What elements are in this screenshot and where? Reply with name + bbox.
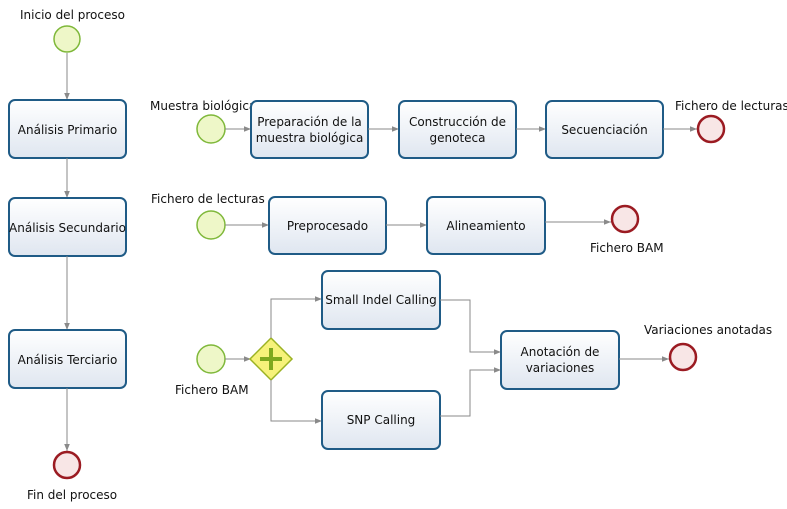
task-small-indel-calling-label: Small Indel Calling (325, 293, 436, 307)
tertiary-start-event[interactable] (196, 344, 226, 374)
primary-end-event[interactable] (696, 114, 726, 144)
task-snp-calling[interactable]: SNP Calling (321, 390, 441, 450)
task-construccion-genoteca[interactable]: Construcción de genoteca (398, 100, 517, 159)
task-alineamiento-label: Alineamiento (446, 219, 525, 233)
tertiary-end-event[interactable] (668, 342, 698, 372)
tertiary-end-label: Variaciones anotadas (644, 323, 772, 337)
parallel-gateway-plus-icon (260, 348, 282, 370)
flow-small-indel-to-anotacion (440, 299, 501, 355)
tertiary-start-label: Fichero BAM (175, 383, 249, 397)
task-secuenciacion-label: Secuenciación (561, 123, 647, 137)
secondary-end-event[interactable] (610, 204, 640, 234)
secondary-start-event[interactable] (196, 210, 226, 240)
task-anotacion-variaciones-line1: Anotación de (521, 345, 600, 359)
task-construccion-genoteca-line2: genoteca (430, 131, 486, 145)
secondary-end-label: Fichero BAM (590, 241, 664, 255)
task-preprocesado-label: Preprocesado (287, 219, 368, 233)
task-analisis-primario-label: Análisis Primario (18, 123, 117, 137)
task-analisis-terciario[interactable]: Análisis Terciario (8, 329, 127, 389)
task-anotacion-variaciones[interactable]: Anotación de variaciones (500, 330, 620, 390)
task-analisis-secundario-label: Análisis Secundario (9, 221, 126, 235)
secondary-start-label: Fichero de lecturas (151, 192, 265, 206)
task-preprocesado[interactable]: Preprocesado (268, 196, 387, 255)
main-start-event[interactable] (53, 25, 81, 53)
flow-gateway-to-snp (270, 380, 322, 424)
main-end-label: Fin del proceso (27, 488, 117, 502)
primary-start-label: Muestra biológica (150, 99, 256, 113)
main-end-event[interactable] (52, 450, 82, 480)
primary-start-event[interactable] (196, 114, 226, 144)
flow-gateway-to-small-indel (270, 296, 322, 338)
task-preparacion-muestra[interactable]: Preparación de la muestra biológica (250, 100, 369, 159)
task-secuenciacion[interactable]: Secuenciación (545, 100, 664, 159)
task-small-indel-calling[interactable]: Small Indel Calling (321, 270, 441, 330)
task-preparacion-muestra-line1: Preparación de la (257, 115, 362, 129)
task-analisis-secundario[interactable]: Análisis Secundario (8, 197, 127, 257)
task-anotacion-variaciones-line2: variaciones (526, 361, 595, 375)
flow-snp-to-anotacion (440, 367, 501, 417)
primary-end-label: Fichero de lecturas (675, 99, 787, 113)
task-analisis-terciario-label: Análisis Terciario (18, 353, 118, 367)
task-alineamiento[interactable]: Alineamiento (426, 196, 546, 255)
parallel-gateway[interactable] (248, 336, 294, 382)
task-construccion-genoteca-line1: Construcción de (409, 115, 506, 129)
main-start-label: Inicio del proceso (20, 8, 125, 22)
task-snp-calling-label: SNP Calling (347, 413, 416, 427)
task-analisis-primario[interactable]: Análisis Primario (8, 99, 127, 159)
task-preparacion-muestra-line2: muestra biológica (256, 131, 364, 145)
